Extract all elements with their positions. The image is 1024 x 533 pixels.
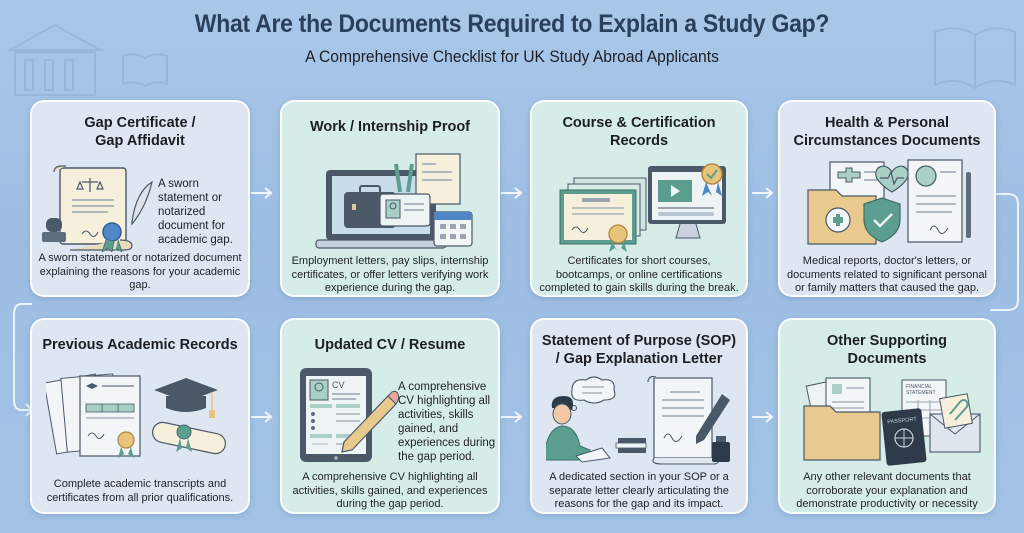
card-title: Documents bbox=[847, 351, 927, 367]
arrow-right-icon bbox=[501, 187, 523, 199]
header: What Are the Documents Required to Expla… bbox=[0, 10, 1024, 67]
cv-label: CV bbox=[332, 380, 345, 390]
card-statement-of-purpose: Statement of Purpose (SOP) / Gap Explana… bbox=[530, 318, 748, 514]
card-title: Statement of Purpose (SOP) bbox=[541, 333, 737, 349]
card-title: Other Supporting bbox=[826, 333, 947, 349]
page-subtitle: A Comprehensive Checklist for UK Study A… bbox=[305, 47, 719, 66]
card-title: Gap Affidavit bbox=[95, 133, 185, 149]
card-course-certification: Course & Certification Records Certifica… bbox=[530, 100, 748, 297]
card-description: Employment letters, pay slips, internshi… bbox=[291, 255, 489, 294]
card-title: / Gap Explanation Letter bbox=[555, 351, 723, 367]
card-other-supporting: Other Supporting Documents FINANCIAL STA… bbox=[778, 318, 996, 514]
card-title: Circumstances Documents bbox=[793, 133, 981, 149]
card-work-internship: Work / Internship Proof Employment lette… bbox=[280, 100, 500, 297]
card-previous-academic: Previous Academic Records Complete acade… bbox=[30, 318, 250, 514]
financial-statement-label: FINANCIAL bbox=[906, 384, 932, 390]
financial-statement-label: STATEMENT bbox=[906, 390, 936, 396]
card-health-personal: Health & Personal Circumstances Document… bbox=[778, 100, 996, 297]
card-updated-cv: Updated CV / Resume CV A comprehensive C… bbox=[280, 318, 500, 514]
card-title: Gap Certificate / bbox=[84, 115, 196, 131]
page-title: What Are the Documents Required to Expla… bbox=[194, 10, 830, 38]
student-writing-letter-icon bbox=[546, 376, 730, 465]
medical-folder-icon bbox=[807, 159, 971, 245]
card-description: Medical reports, doctor's letters, or do… bbox=[787, 255, 987, 294]
card-title: Work / Internship Proof bbox=[309, 119, 471, 135]
arrow-right-icon bbox=[251, 411, 273, 423]
flow-connector-right bbox=[990, 193, 1019, 311]
passport-label: PASSPORT bbox=[887, 417, 918, 426]
card-description: A sworn statement or notarized document … bbox=[38, 252, 242, 291]
arrow-right-icon bbox=[752, 411, 774, 423]
book-icon bbox=[122, 53, 168, 88]
card-description: Complete academic transcripts and certif… bbox=[46, 478, 234, 504]
card-title: Updated CV / Resume bbox=[314, 337, 466, 353]
arrow-right-icon bbox=[752, 187, 774, 199]
arrow-right-icon bbox=[501, 411, 523, 423]
university-building-icon bbox=[6, 23, 104, 96]
card-description: Any other relevant documents that corrob… bbox=[796, 471, 978, 510]
graduation-transcript-icon bbox=[46, 373, 227, 458]
certificate-monitor-icon bbox=[559, 163, 726, 252]
card-description: Certificates for short courses, bootcamp… bbox=[539, 255, 739, 294]
card-side-text: A sworn statement or notarized document … bbox=[158, 178, 233, 246]
card-description: A dedicated section in your SOP or a sep… bbox=[549, 471, 729, 510]
card-side-text: A comprehensive CV highlighting all acti… bbox=[398, 381, 496, 463]
arrow-right-icon bbox=[251, 187, 273, 199]
card-gap-certificate: Gap Certificate / Gap Affidavit A sworn … bbox=[30, 100, 250, 297]
gap-affidavit-scroll-icon bbox=[42, 165, 153, 252]
passport-financial-folder-icon: FINANCIAL STATEMENT PASSPORT bbox=[803, 377, 981, 466]
open-book-icon bbox=[934, 27, 1016, 90]
cv-tablet-pencil-icon: CV bbox=[300, 368, 400, 462]
card-description: A comprehensive CV highlighting all acti… bbox=[292, 471, 488, 510]
card-title: Previous Academic Records bbox=[42, 337, 238, 353]
work-briefcase-laptop-icon bbox=[315, 153, 473, 249]
card-title: Records bbox=[609, 133, 669, 149]
card-title: Health & Personal bbox=[824, 115, 950, 131]
card-title: Course & Certification bbox=[562, 115, 716, 131]
